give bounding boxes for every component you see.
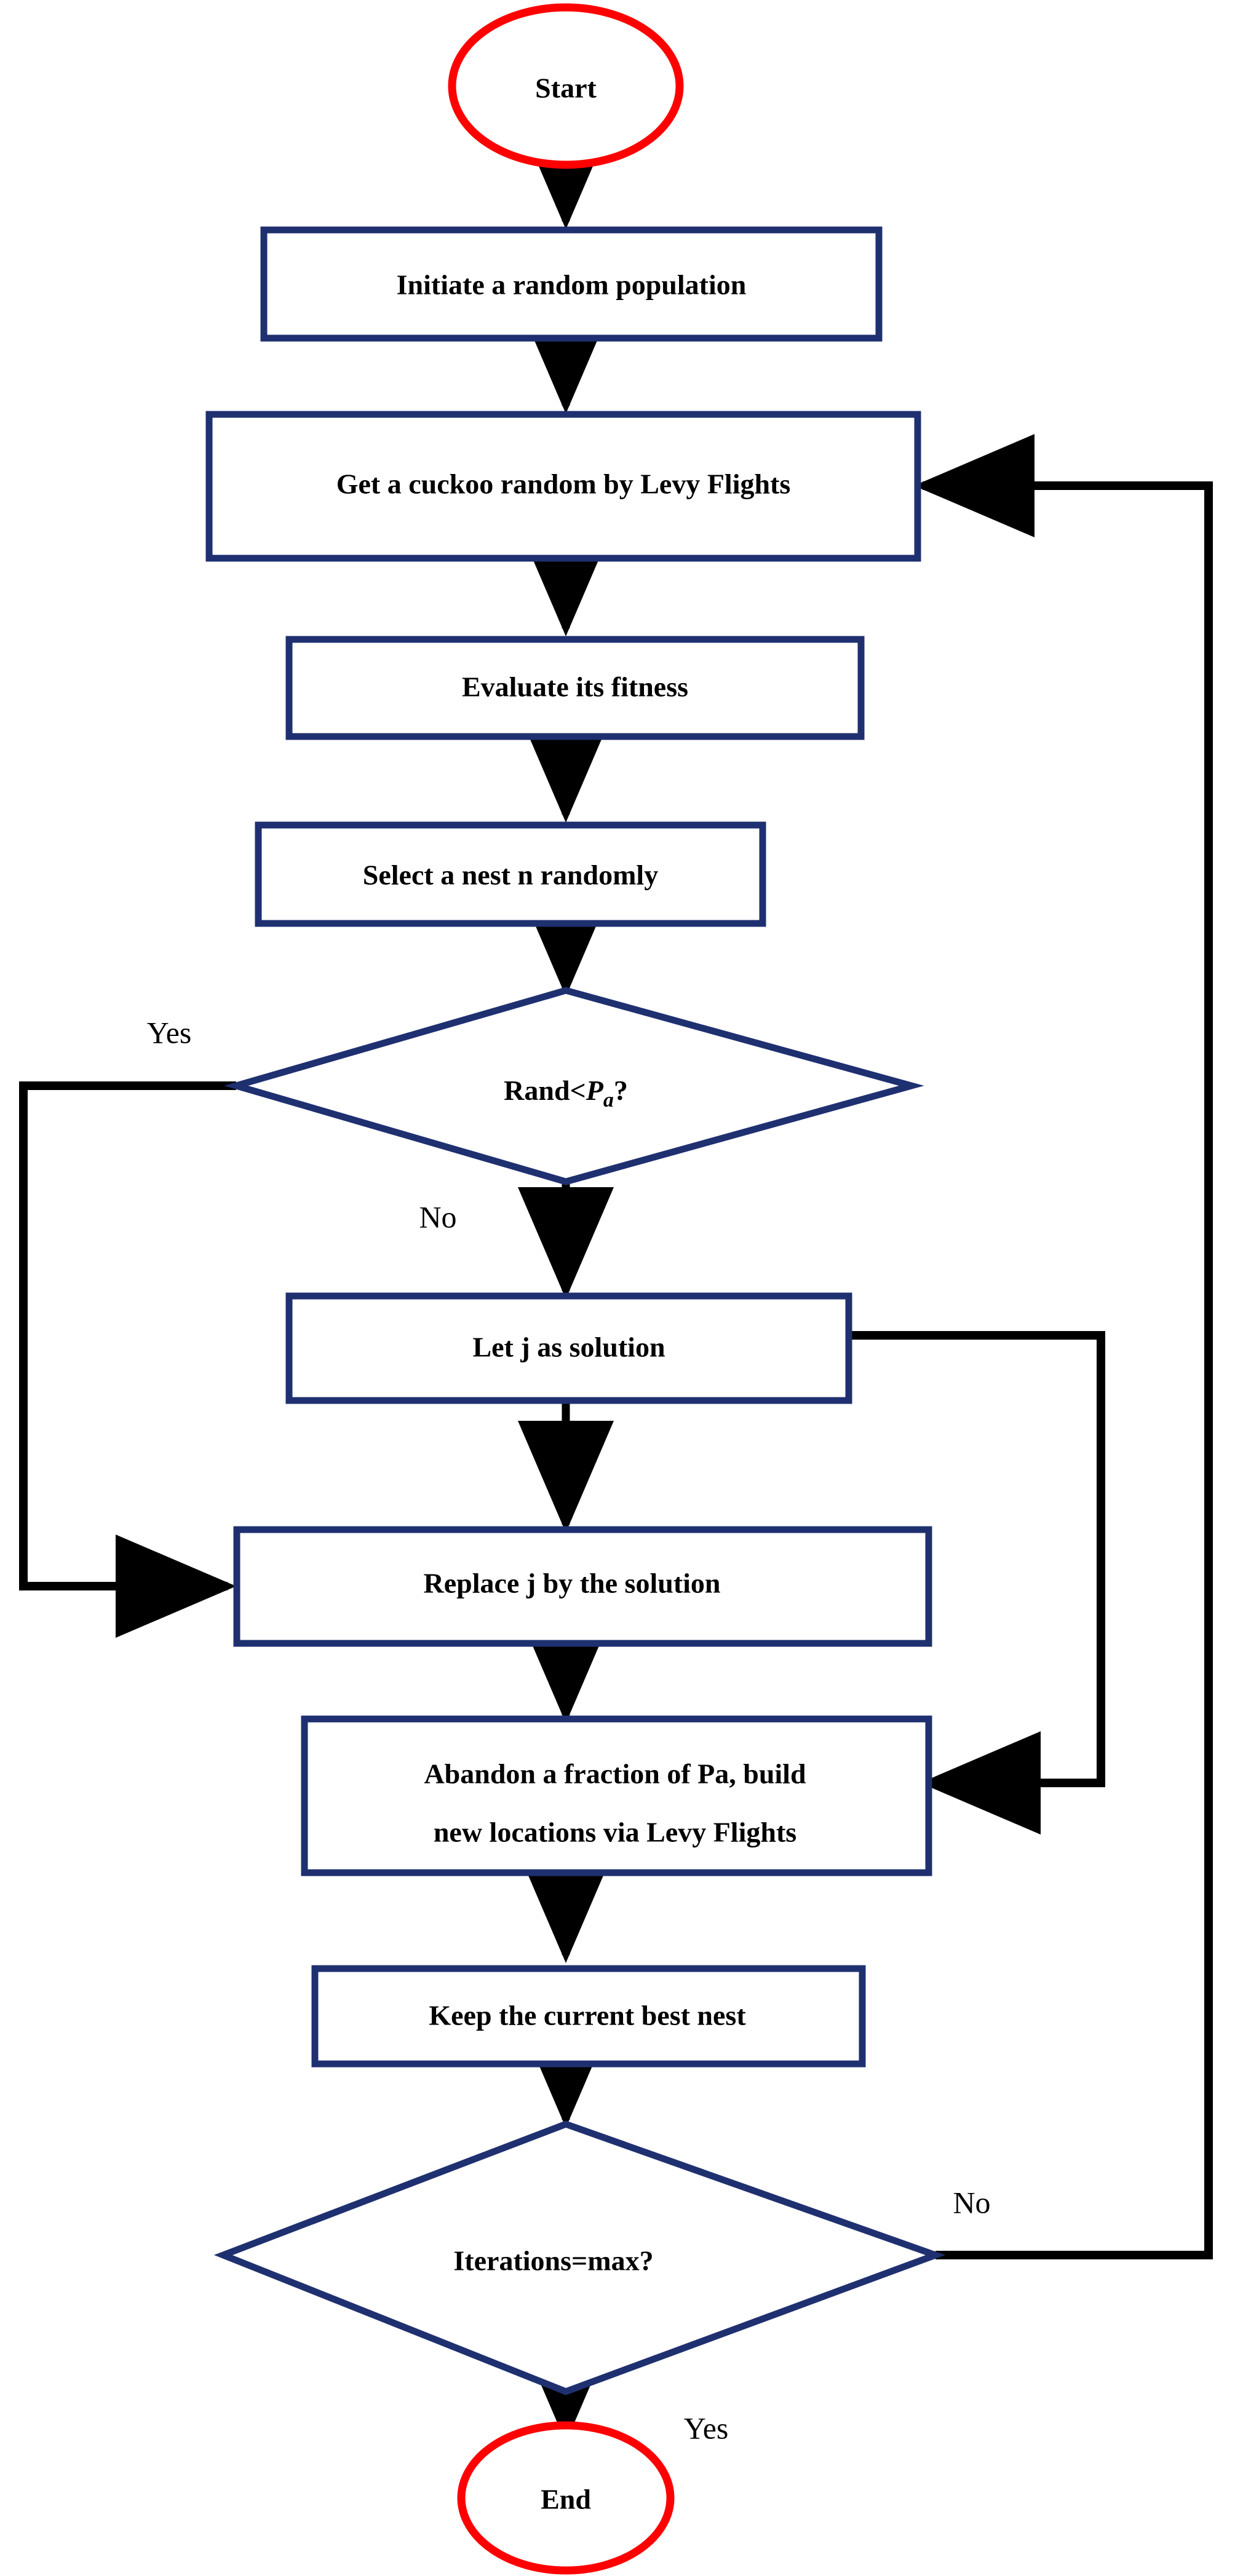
edge-label-rand-pa-no: No bbox=[419, 1199, 456, 1234]
connector-rand-pa-yes-to-replace-j bbox=[19, 1081, 236, 1638]
node-start[interactable]: Start bbox=[448, 3, 684, 169]
evaluate-label: Evaluate its fitness bbox=[462, 671, 688, 703]
keep-best-label: Keep the current best nest bbox=[429, 2000, 746, 2031]
node-decision-iterations-max[interactable]: Iterations=max? bbox=[213, 2120, 946, 2395]
replace-j-process-shape bbox=[233, 1526, 932, 1647]
rand-pa-suffix: ? bbox=[614, 1075, 628, 1106]
connector-iterations-no-to-get-cuckoo bbox=[914, 434, 1213, 2259]
rand-pa-subscript: a bbox=[603, 1089, 614, 1112]
abandon-label-line2: new locations via Levy Flights bbox=[434, 1817, 796, 1848]
node-end[interactable]: End bbox=[457, 2421, 675, 2575]
edge-label-iterations-no: No bbox=[953, 2185, 990, 2219]
replace-j-label: Replace j by the solution bbox=[424, 1568, 721, 1599]
let-j-process-shape bbox=[285, 1292, 852, 1404]
rand-pa-prefix: Rand< bbox=[504, 1075, 586, 1106]
keep-best-process-shape bbox=[311, 1965, 866, 2068]
connector-let-j-to-abandon bbox=[849, 1331, 1105, 1835]
node-let-j-as-solution[interactable]: Let j as solution bbox=[285, 1292, 852, 1404]
let-j-label: Let j as solution bbox=[472, 1332, 665, 1363]
node-keep-best-nest[interactable]: Keep the current best nest bbox=[311, 1965, 866, 2068]
get-cuckoo-process-shape bbox=[205, 411, 921, 562]
initiate-process-shape bbox=[260, 226, 883, 342]
node-initiate-random-population[interactable]: Initiate a random population bbox=[260, 226, 883, 342]
rand-pa-decision-shape bbox=[224, 987, 924, 1185]
edge-label-rand-pa-yes: Yes bbox=[147, 1015, 192, 1049]
select-nest-label: Select a nest n randomly bbox=[363, 859, 658, 891]
abandon-label-line1: Abandon a fraction of Pa, build bbox=[424, 1758, 806, 1790]
rand-pa-variable: P bbox=[586, 1075, 604, 1106]
rand-pa-label: Rand<Pa? bbox=[504, 1075, 628, 1112]
iterations-label: Iterations=max? bbox=[453, 2245, 653, 2277]
edge-label-iterations-yes: Yes bbox=[684, 2411, 729, 2445]
select-nest-process-shape bbox=[255, 821, 766, 927]
start-label: Start bbox=[535, 73, 597, 104]
end-terminator-shape bbox=[457, 2421, 675, 2575]
node-abandon-fraction[interactable]: Abandon a fraction of Pa, build new loca… bbox=[301, 1715, 932, 1876]
start-terminator-shape bbox=[448, 3, 684, 169]
iterations-decision-shape bbox=[213, 2120, 946, 2395]
evaluate-process-shape bbox=[285, 636, 865, 740]
node-replace-j-by-solution[interactable]: Replace j by the solution bbox=[233, 1526, 932, 1647]
node-get-cuckoo-random[interactable]: Get a cuckoo random by Levy Flights bbox=[205, 411, 921, 562]
end-label: End bbox=[541, 2484, 591, 2515]
node-select-nest[interactable]: Select a nest n randomly bbox=[255, 821, 766, 927]
initiate-label: Initiate a random population bbox=[397, 269, 747, 301]
abandon-process-shape bbox=[301, 1715, 932, 1876]
get-cuckoo-label: Get a cuckoo random by Levy Flights bbox=[336, 468, 791, 500]
node-evaluate-fitness[interactable]: Evaluate its fitness bbox=[285, 636, 865, 740]
node-decision-rand-pa[interactable]: Rand<Pa? bbox=[224, 987, 924, 1185]
